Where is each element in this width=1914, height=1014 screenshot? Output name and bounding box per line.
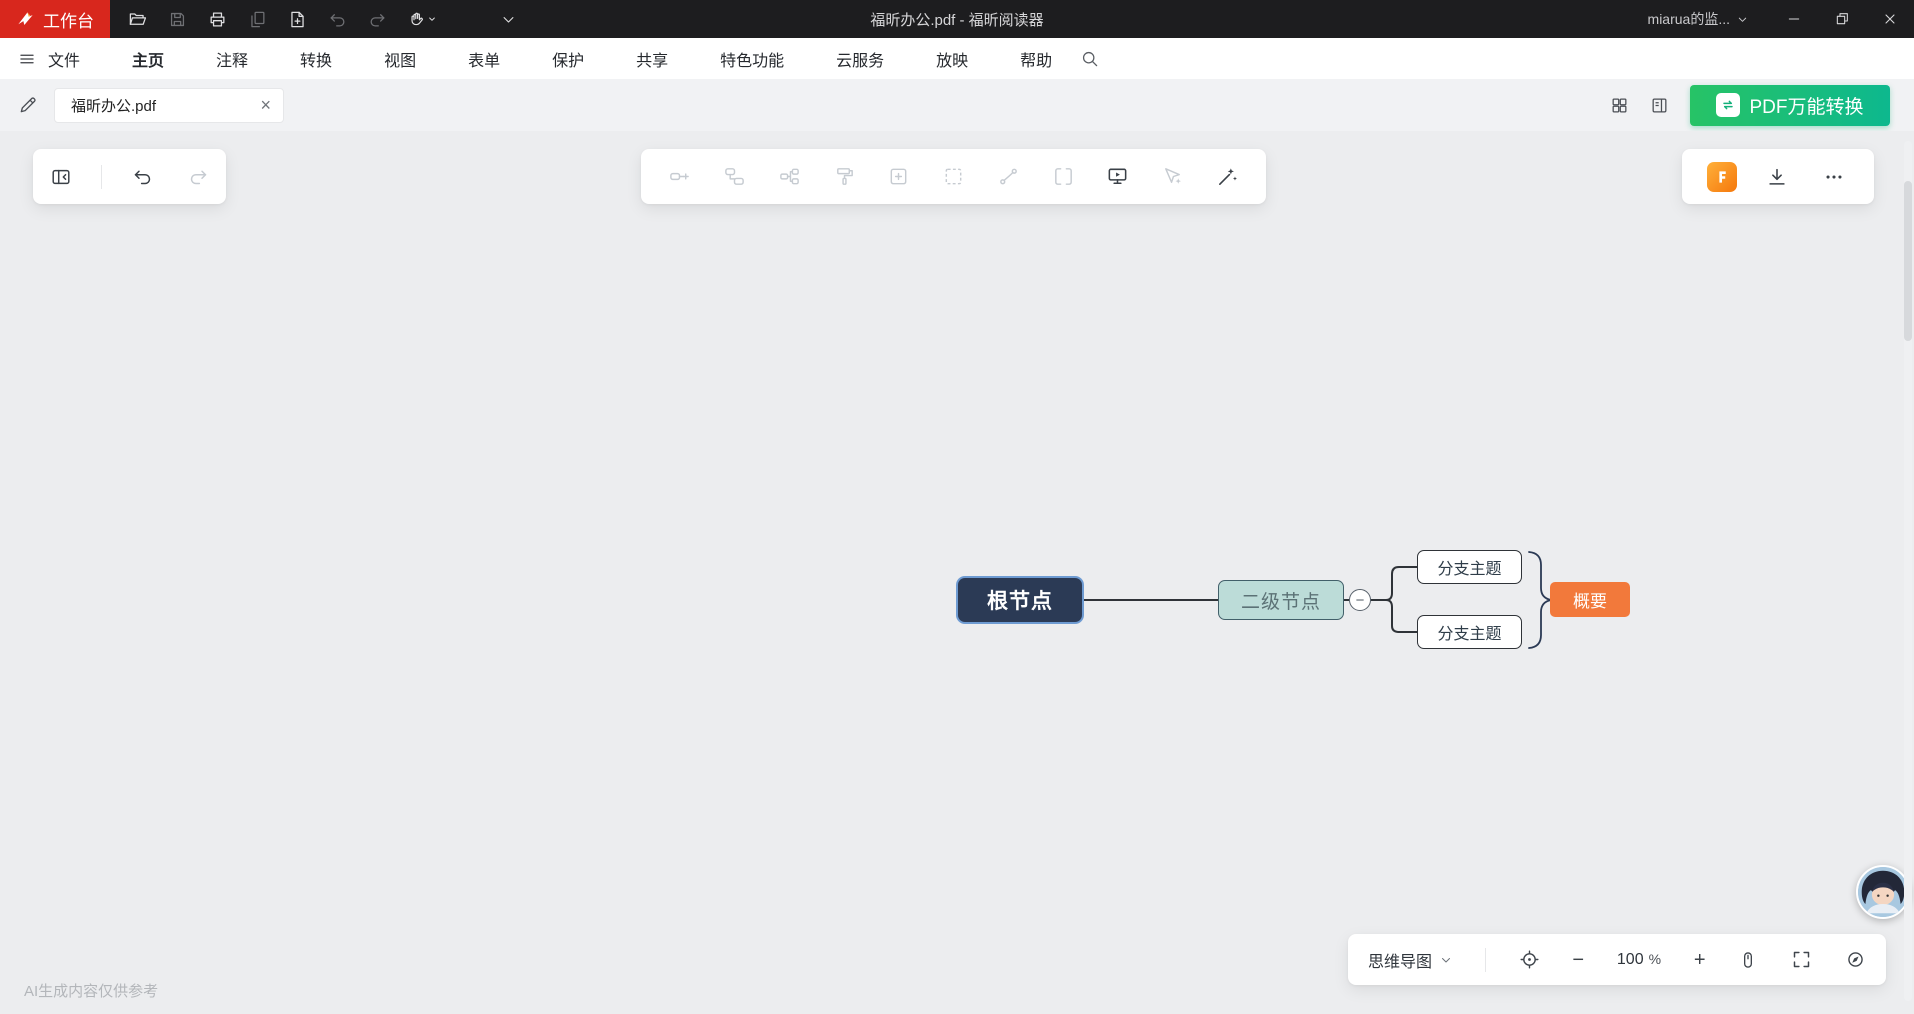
zoom-value: 100 [1616, 950, 1644, 968]
scrollbar-thumb[interactable] [1904, 181, 1912, 341]
more-options-icon[interactable] [1818, 161, 1850, 193]
menu-item-file[interactable]: 文件 [48, 52, 81, 70]
save-icon [162, 4, 193, 34]
menu-item-cloud[interactable]: 云服务 [836, 52, 885, 70]
menu-item-protect[interactable]: 保护 [552, 52, 585, 70]
menu-item-help[interactable]: 帮助 [1020, 52, 1053, 70]
mindmap-undo-icon[interactable] [126, 161, 158, 193]
minimize-button[interactable] [1770, 0, 1818, 38]
insert-topic-icon [883, 161, 915, 193]
account-menu[interactable]: miarua的监... [1648, 9, 1748, 29]
foxit-pdf-badge-icon[interactable] [1706, 161, 1737, 192]
mindmap-canvas[interactable]: 根节点 二级节点 − 分支主题 分支主题 概要 思维导图 − 100 % + [0, 131, 1914, 1014]
magic-wand-icon[interactable] [1211, 161, 1243, 193]
ai-disclaimer: AI生成内容仅供参考 [24, 983, 159, 1000]
tab-close-icon[interactable]: × [260, 95, 271, 115]
page-panel-icon[interactable] [1642, 88, 1676, 122]
extract-page-icon [242, 4, 273, 34]
menu-item-home[interactable]: 主页 [132, 52, 165, 70]
tabbar: 福昕办公.pdf × PDF万能转换 [0, 79, 1914, 131]
navigator-compass-icon[interactable] [1845, 949, 1866, 970]
titlebar-right: miarua的监... [1648, 0, 1914, 38]
tabbar-right: PDF万能转换 [1602, 84, 1890, 126]
convert-button-label: PDF万能转换 [1749, 96, 1864, 118]
outer-frame-icon [1047, 161, 1079, 193]
presentation-icon[interactable] [1102, 161, 1134, 193]
redo-icon [362, 4, 393, 34]
summary-brace [1528, 551, 1552, 649]
mode-selector[interactable]: 思维导图 [1368, 948, 1452, 972]
menu-item-form[interactable]: 表单 [468, 52, 501, 70]
hamburger-icon[interactable] [18, 50, 36, 68]
convert-arrows-icon [1716, 93, 1741, 117]
format-painter-icon [828, 161, 860, 193]
summary-node[interactable]: 概要 [1550, 582, 1630, 617]
menubar: 文件 主页 注释 转换 视图 表单 保护 共享 特色功能 云服务 放映 帮助 [0, 38, 1914, 79]
search-icon[interactable] [1080, 49, 1099, 68]
undo-icon [322, 4, 353, 34]
toolbar-divider [101, 164, 102, 189]
relationship-line-icon [992, 161, 1024, 193]
statusbar-divider [1484, 947, 1486, 972]
titlebar: 工作台 [0, 0, 1914, 38]
account-chevron-icon [1738, 17, 1747, 22]
mindmap-redo-icon [182, 161, 214, 193]
add-sibling-topic-icon [664, 161, 696, 193]
mode-label: 思维导图 [1368, 953, 1433, 971]
document-title: 福昕办公.pdf - 福昕阅读器 [870, 11, 1044, 29]
workspace-label: 工作台 [43, 11, 94, 31]
mode-chevron-icon [1442, 957, 1451, 962]
new-page-icon[interactable] [282, 4, 313, 34]
zoom-unit: % [1648, 950, 1662, 967]
canvas-status-bar: 思维导图 − 100 % + [1348, 934, 1886, 985]
menu-item-share[interactable]: 共享 [636, 52, 669, 70]
titlebar-quick-tools [122, 4, 524, 34]
avatar-image [1858, 867, 1908, 917]
vertical-scrollbar[interactable] [1904, 141, 1912, 1001]
mindmap-toolbar [641, 149, 1266, 204]
secondary-node[interactable]: 二级节点 [1218, 580, 1344, 620]
toolbar-collapse-chevron-icon[interactable] [493, 4, 524, 34]
menu-item-convert[interactable]: 转换 [300, 52, 333, 70]
document-tab[interactable]: 福昕办公.pdf × [54, 87, 284, 123]
hand-tool-icon[interactable] [402, 4, 442, 34]
restore-button[interactable] [1818, 0, 1866, 38]
collapse-sidebar-icon[interactable] [45, 161, 77, 193]
collapse-branch-button[interactable]: − [1349, 589, 1371, 611]
close-button[interactable] [1866, 0, 1914, 38]
menu-item-features[interactable]: 特色功能 [720, 52, 785, 70]
canvas-right-toolbar [1682, 149, 1874, 204]
zoom-in-button[interactable]: + [1693, 948, 1706, 971]
branch-node-top[interactable]: 分支主题 [1417, 550, 1522, 584]
download-icon[interactable] [1761, 161, 1793, 193]
account-label: miarua的监... [1647, 11, 1730, 27]
menu-items: 文件 主页 注释 转换 视图 表单 保护 共享 特色功能 云服务 放映 帮助 [48, 47, 1052, 71]
select-area-icon [938, 161, 970, 193]
zoom-level: 100 % [1617, 951, 1661, 969]
workspace-button[interactable]: 工作台 [0, 0, 110, 38]
mindmap-connectors [1082, 551, 1552, 649]
menu-item-comment[interactable]: 注释 [216, 52, 249, 70]
zoom-out-button[interactable]: − [1572, 948, 1585, 971]
mouse-mode-icon[interactable] [1738, 950, 1758, 970]
foxit-logo-icon [16, 10, 35, 29]
edit-pencil-icon[interactable] [18, 95, 38, 115]
user-avatar[interactable] [1856, 865, 1910, 919]
ai-pointer-icon [1157, 161, 1189, 193]
fullscreen-icon[interactable] [1791, 949, 1812, 970]
print-icon[interactable] [202, 4, 233, 34]
add-child-topic-icon [719, 161, 751, 193]
locate-center-icon[interactable] [1519, 949, 1540, 970]
tab-label: 福昕办公.pdf [71, 97, 157, 115]
menu-item-present[interactable]: 放映 [936, 52, 969, 70]
root-node[interactable]: 根节点 [958, 578, 1082, 622]
hand-tool-chevron-icon [429, 17, 435, 21]
pdf-convert-button[interactable]: PDF万能转换 [1690, 84, 1890, 126]
grid-view-icon[interactable] [1602, 88, 1636, 122]
topic-structure-icon [773, 161, 805, 193]
open-file-icon[interactable] [122, 4, 153, 34]
canvas-left-toolbar [33, 149, 226, 204]
branch-node-bottom[interactable]: 分支主题 [1417, 615, 1522, 649]
menu-item-view[interactable]: 视图 [384, 52, 417, 70]
